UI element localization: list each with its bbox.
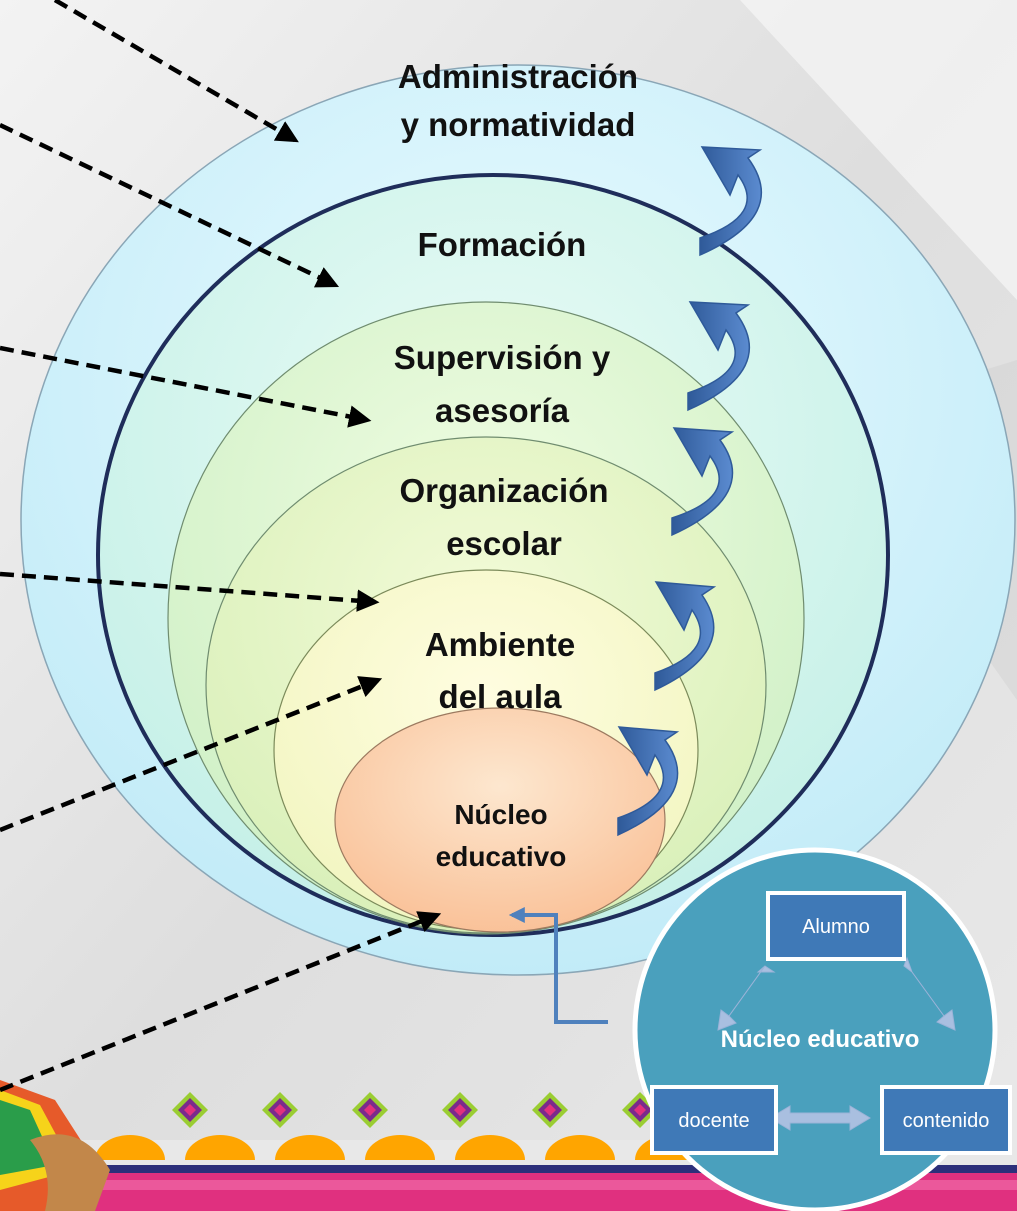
node-contenido-label: contenido	[903, 1110, 990, 1132]
level-label-supervision-line2: asesoría	[435, 392, 570, 429]
curved-arrow-icon	[699, 146, 763, 257]
dashed-arrow-supervision	[0, 345, 372, 428]
level-label-ambiente-line2: del aula	[439, 678, 563, 715]
level-label-nucleo-line2: educativo	[436, 841, 567, 872]
curved-arrow-icon	[671, 427, 735, 537]
level-label-admin-line2: y normatividad	[401, 106, 636, 143]
double-arrow-icon	[903, 956, 956, 1031]
curved-arrow-icon	[654, 581, 717, 692]
core-detail-arrows	[717, 956, 956, 1131]
dashed-arrow-organizacion	[0, 571, 380, 612]
core-detail-title: Núcleo educativo	[721, 1026, 920, 1053]
dashed-pointers	[0, 0, 442, 1093]
dashed-arrow-ambiente	[0, 676, 383, 833]
level-label-organizacion-line1: Organización	[399, 472, 608, 509]
level-label-organizacion-line2: escolar	[446, 525, 562, 562]
node-docente	[650, 1085, 778, 1155]
node-docente-label: docente	[678, 1110, 749, 1132]
curved-arrow-icon	[687, 301, 751, 412]
dashed-arrow-formacion	[0, 122, 340, 288]
elbow-connector	[508, 907, 608, 1024]
dashed-arrow-admin	[53, 0, 299, 143]
node-alumno-label: Alumno	[802, 916, 870, 938]
node-alumno	[766, 891, 906, 961]
level-label-admin-line1: Administración	[398, 58, 638, 95]
curved-arrows	[617, 146, 763, 837]
curved-arrow-icon	[617, 726, 680, 837]
level-label-ambiente-line1: Ambiente	[425, 626, 575, 663]
level-label-nucleo-line1: Núcleo	[454, 799, 547, 830]
level-label-supervision-line1: Supervisión y	[394, 339, 611, 376]
node-contenido	[880, 1085, 1012, 1155]
core-detail: Núcleo educativo Alumno docente contenid…	[632, 847, 1012, 1211]
level-circles	[20, 64, 1016, 976]
double-arrow-icon	[769, 1105, 871, 1131]
background-facet	[740, 0, 1017, 300]
level-label-formacion: Formación	[418, 226, 587, 263]
double-arrow-icon	[717, 965, 776, 1031]
dashed-arrow-nucleo	[0, 911, 442, 1093]
level-circle-nucleo	[334, 707, 666, 933]
